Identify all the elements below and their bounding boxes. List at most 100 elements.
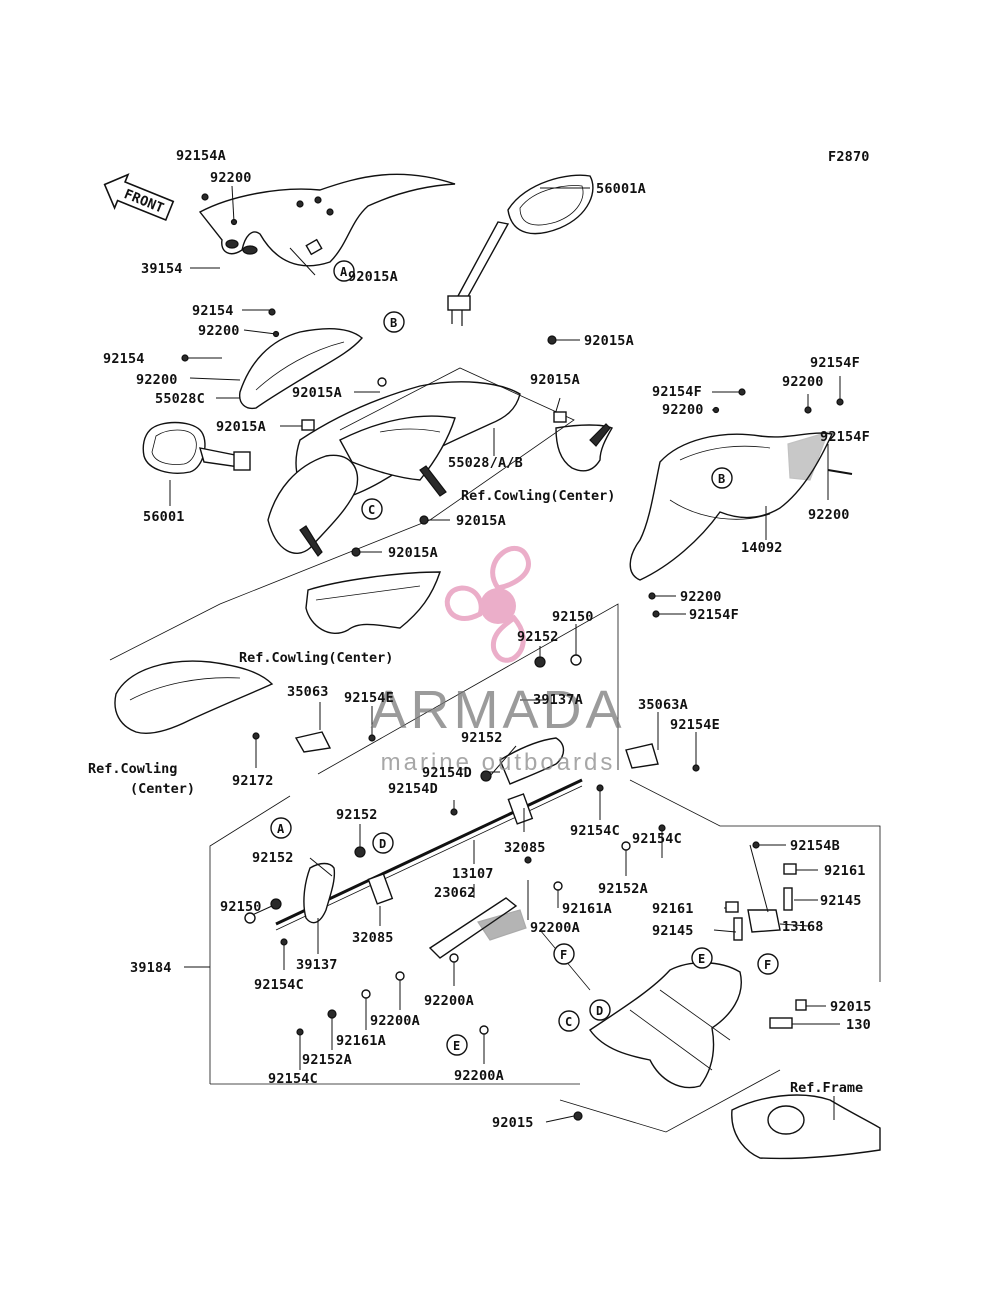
part-label: 35063A	[638, 697, 688, 713]
inner-cover-39154	[198, 173, 456, 267]
part-label: 92200	[808, 507, 850, 523]
part-label: 92200A	[530, 920, 580, 936]
part-label: 92154F	[820, 429, 870, 445]
part-label: 32085	[352, 930, 394, 946]
callout-e: E	[446, 1034, 468, 1056]
part-label: 92015	[492, 1115, 534, 1131]
part-label: 92152A	[598, 881, 648, 897]
part-label: 92154C	[570, 823, 620, 839]
bracket-35063a	[625, 743, 659, 769]
svg-text:B: B	[718, 472, 725, 486]
callout-a: A	[333, 260, 355, 282]
part-label: 92015A	[388, 545, 438, 561]
part-label: 92200	[782, 374, 824, 390]
part-label: 92150	[552, 609, 594, 625]
part-label: 39137	[296, 957, 338, 973]
callout-b: B	[383, 311, 405, 333]
part-label: 55028C	[155, 391, 205, 407]
part-label: 92200	[662, 402, 704, 418]
callout-b: B	[711, 467, 733, 489]
callout-d: D	[589, 999, 611, 1021]
mirror-56001a-icon	[447, 174, 594, 326]
spring-92145-a	[783, 887, 793, 911]
ref-label: Ref.Cowling(Center)	[239, 650, 393, 666]
part-label: 56001A	[596, 181, 646, 197]
watermark-title: ARMADA	[370, 680, 625, 740]
spring-92145-b	[733, 917, 743, 941]
part-label: 23062	[434, 885, 476, 901]
part-label: 92154B	[790, 838, 840, 854]
propeller-logo-icon	[444, 545, 531, 663]
part-label: 39154	[141, 261, 183, 277]
ref-label: (Center)	[130, 781, 195, 797]
part-label: 92154A	[176, 148, 226, 164]
plate-32085-a	[507, 793, 534, 825]
part-label: 92161	[652, 901, 694, 917]
part-label: 13168	[782, 919, 824, 935]
fairing-duct	[339, 415, 456, 481]
part-label: 56001	[143, 509, 185, 525]
ref-label: Ref.Frame	[790, 1080, 863, 1096]
lower-cowl-left	[267, 454, 359, 554]
part-label: 92161A	[562, 901, 612, 917]
part-label: 39137A	[533, 692, 583, 708]
part-label: 92154	[192, 303, 234, 319]
ref-labels: Ref.Cowling(Center) Ref.Cowling(Center) …	[88, 488, 863, 1096]
part-label: 92154F	[652, 384, 702, 400]
part-label: 92154F	[810, 355, 860, 371]
part-label: 92154C	[268, 1071, 318, 1087]
callout-c: C	[558, 1010, 580, 1032]
mount-23062	[428, 897, 518, 959]
part-label: 92150	[220, 899, 262, 915]
part-label: 92200	[680, 589, 722, 605]
watermark: ARMADA marine outboards	[370, 545, 625, 776]
callout-f: F	[553, 943, 575, 965]
part-label: 92152	[517, 629, 559, 645]
svg-text:C: C	[368, 503, 375, 517]
callouts: A B C B A D F E F D C E	[270, 260, 779, 1056]
part-label: 92200A	[370, 1013, 420, 1029]
watermark-subtitle: marine outboards	[381, 749, 616, 776]
part-label: 92200	[210, 170, 252, 186]
part-label: 32085	[504, 840, 546, 856]
svg-text:D: D	[379, 837, 386, 851]
part-label: 92154D	[422, 765, 472, 781]
part-label: 13107	[452, 866, 494, 882]
plate-32085-b	[367, 873, 394, 905]
svg-text:E: E	[453, 1039, 460, 1053]
part-label: 92152	[336, 807, 378, 823]
svg-text:A: A	[277, 822, 285, 836]
bracket-39137a	[499, 737, 565, 785]
part-label: 92152	[252, 850, 294, 866]
part-label: 92015	[830, 999, 872, 1015]
cover-holes-icon	[225, 196, 334, 255]
part-label: 92161	[824, 863, 866, 879]
front-arrow-icon: FRONT	[103, 173, 175, 222]
part-label: 92145	[820, 893, 862, 909]
part-label: 14092	[741, 540, 783, 556]
callout-a: A	[270, 817, 292, 839]
part-label: 92200	[198, 323, 240, 339]
leader-lines	[169, 185, 841, 1123]
part-label: 35063	[287, 684, 329, 700]
svg-text:B: B	[390, 316, 397, 330]
part-label: 39184	[130, 960, 172, 976]
stay-13168	[747, 909, 781, 933]
part-label: 92015A	[456, 513, 506, 529]
svg-text:F: F	[764, 958, 771, 972]
cover-14092	[629, 432, 834, 581]
part-label: 92015A	[584, 333, 634, 349]
callout-e: E	[691, 947, 713, 969]
part-label: 92161A	[336, 1033, 386, 1049]
part-label: 92154C	[632, 831, 682, 847]
ref-label: Ref.Cowling(Center)	[461, 488, 615, 504]
stay-assembly-130	[589, 962, 742, 1089]
part-label: 92015A	[348, 269, 398, 285]
side-panel-55028c	[239, 327, 363, 410]
figure-code: F2870	[828, 149, 870, 165]
frame-ref	[731, 1094, 881, 1160]
part-label: 92154D	[388, 781, 438, 797]
part-labels: 92154A 92200 56001A 39154 92015A 92154 9…	[103, 148, 872, 1131]
svg-text:A: A	[340, 265, 348, 279]
